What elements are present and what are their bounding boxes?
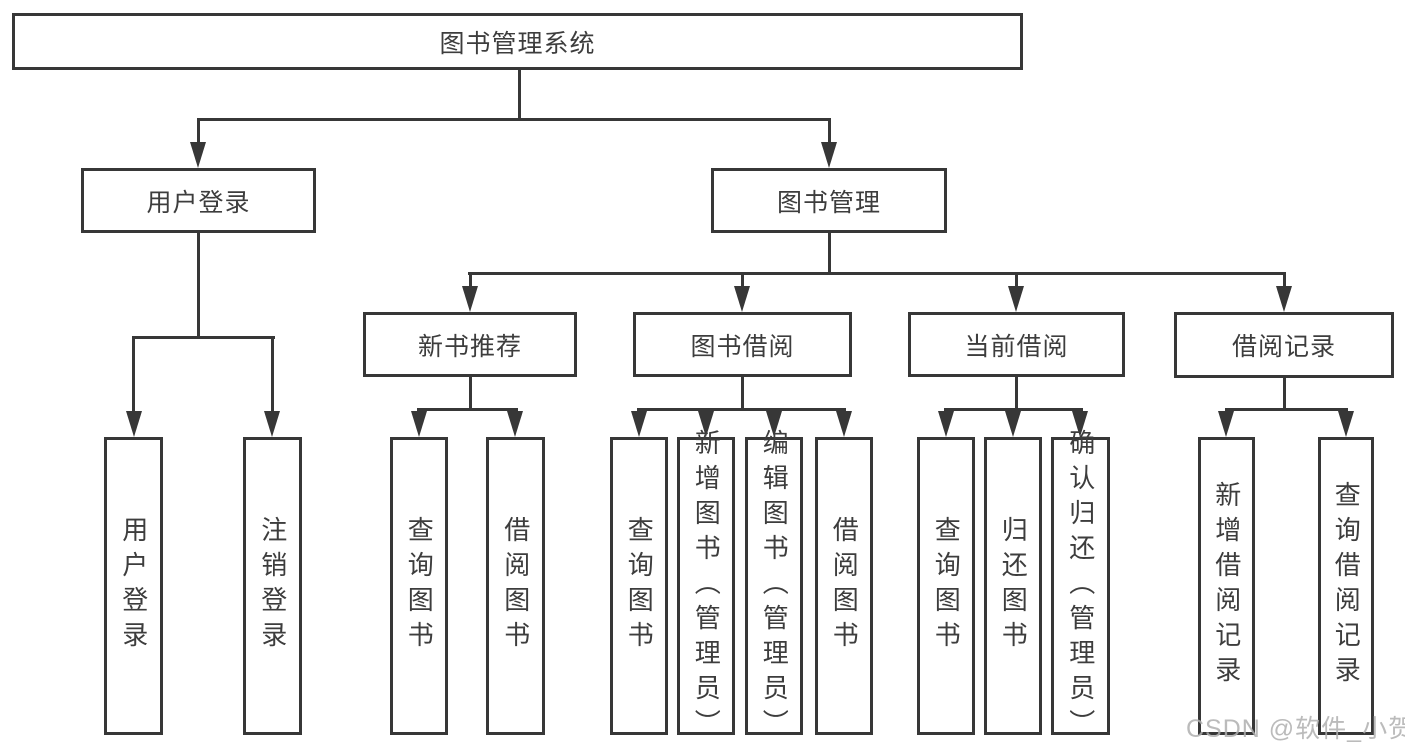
- leaf-query-books-2: 查询图书: [610, 437, 668, 735]
- connector-line: [828, 118, 831, 146]
- connector-line: [1015, 272, 1018, 292]
- arrowhead-icon: [938, 411, 954, 437]
- leaf-label: 注销登录: [257, 516, 288, 656]
- leaf-add-borrow-record: 新增借阅记录: [1198, 437, 1255, 735]
- leaf-query-books-3: 查询图书: [917, 437, 975, 735]
- leaf-label: 新增图书（管理员）: [691, 428, 722, 744]
- arrowhead-icon: [1005, 411, 1021, 437]
- leaf-borrow-books-2: 借阅图书: [815, 437, 873, 735]
- node-label: 图书借阅: [690, 332, 795, 361]
- arrowhead-icon: [766, 411, 782, 437]
- leaf-label: 查询借阅记录: [1331, 481, 1362, 691]
- node-new-book-recommend: 新书推荐: [363, 312, 577, 377]
- leaf-query-books-1: 查询图书: [390, 437, 448, 735]
- leaf-return-books: 归还图书: [984, 437, 1042, 735]
- connector-line: [741, 272, 744, 292]
- node-label: 新书推荐: [417, 332, 522, 361]
- leaf-label: 查询图书: [404, 516, 435, 656]
- node-root: 图书管理系统: [12, 13, 1023, 70]
- connector-line: [469, 377, 472, 410]
- node-book-borrowing: 图书借阅: [633, 312, 852, 377]
- leaf-label: 确认归还（管理员）: [1065, 428, 1096, 744]
- arrowhead-icon: [1008, 286, 1024, 312]
- arrowhead-icon: [698, 411, 714, 437]
- node-label: 图书管理: [776, 188, 881, 217]
- arrowhead-icon: [126, 411, 142, 437]
- leaf-label: 查询图书: [931, 516, 962, 656]
- node-label: 当前借阅: [964, 332, 1069, 361]
- leaf-label: 借阅图书: [829, 516, 860, 656]
- node-label: 用户登录: [146, 188, 251, 217]
- arrowhead-icon: [1276, 286, 1292, 312]
- arrowhead-icon: [631, 411, 647, 437]
- node-root-label: 图书管理系统: [439, 29, 596, 58]
- leaf-label: 查询图书: [624, 516, 655, 656]
- arrowhead-icon: [507, 411, 523, 437]
- arrowhead-icon: [821, 142, 837, 168]
- leaf-label: 归还图书: [998, 516, 1029, 656]
- arrowhead-icon: [1218, 411, 1234, 437]
- arrowhead-icon: [264, 411, 280, 437]
- connector-line: [132, 336, 135, 414]
- node-user-login: 用户登录: [81, 168, 316, 233]
- leaf-label: 新增借阅记录: [1211, 481, 1242, 691]
- node-book-management: 图书管理: [711, 168, 947, 233]
- arrowhead-icon: [734, 286, 750, 312]
- leaf-logout: 注销登录: [243, 437, 302, 735]
- leaf-query-borrow-record: 查询借阅记录: [1318, 437, 1374, 735]
- connector-line: [637, 408, 846, 411]
- leaf-label: 用户登录: [118, 516, 149, 656]
- arrowhead-icon: [836, 411, 852, 437]
- connector-line: [132, 336, 275, 339]
- arrowhead-icon: [190, 142, 206, 168]
- connector-line: [828, 233, 831, 275]
- leaf-label: 借阅图书: [500, 516, 531, 656]
- connector-line: [197, 233, 200, 339]
- connector-line: [1015, 377, 1018, 410]
- arrowhead-icon: [411, 411, 427, 437]
- leaf-confirm-return-admin: 确认归还（管理员）: [1051, 429, 1110, 744]
- connector-line: [469, 272, 472, 292]
- leaf-borrow-books-1: 借阅图书: [486, 437, 545, 735]
- connector-line: [468, 272, 1286, 275]
- arrowhead-icon: [1072, 411, 1088, 437]
- node-borrowing-records: 借阅记录: [1174, 312, 1394, 378]
- connector-line: [197, 118, 200, 146]
- connector-line: [271, 336, 274, 414]
- leaf-user-login: 用户登录: [104, 437, 163, 735]
- connector-line: [1283, 272, 1286, 292]
- leaf-label: 编辑图书（管理员）: [759, 428, 790, 744]
- connector-line: [1283, 378, 1286, 410]
- connector-line: [741, 377, 744, 410]
- arrowhead-icon: [462, 286, 478, 312]
- connector-line: [1225, 408, 1348, 411]
- leaf-add-books-admin: 新增图书（管理员）: [677, 429, 735, 744]
- watermark: CSDN @软件_小贺同学: [1186, 715, 1405, 743]
- leaf-edit-books-admin: 编辑图书（管理员）: [745, 429, 803, 744]
- node-label: 借阅记录: [1231, 333, 1336, 361]
- node-current-borrowing: 当前借阅: [908, 312, 1125, 377]
- connector-line: [197, 118, 831, 121]
- connector-line: [518, 69, 521, 121]
- arrowhead-icon: [1338, 411, 1354, 437]
- connector-line: [417, 408, 518, 411]
